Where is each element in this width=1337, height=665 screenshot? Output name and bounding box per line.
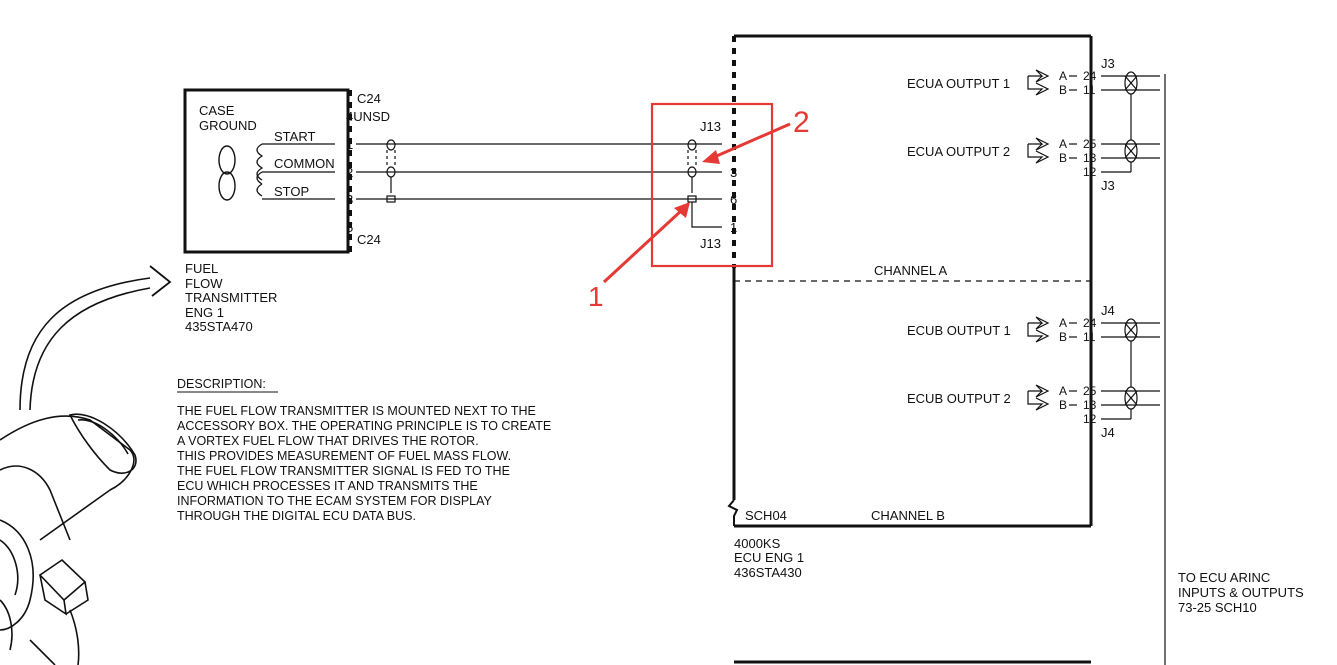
- svg-text:TRANSMITTER: TRANSMITTER: [185, 290, 277, 305]
- description-heading: DESCRIPTION:: [177, 377, 266, 391]
- j13-bottom-label: J13: [700, 236, 721, 251]
- svg-text:25: 25: [1083, 384, 1097, 398]
- pin4-unsd-label: 4UNSD: [346, 109, 390, 124]
- marker-2-label: 2: [793, 106, 810, 139]
- ecu-outputs: J3 J3 J4 J4 ECUA OUTPUT 1 ECUA OUTPUT 2 …: [907, 56, 1160, 440]
- arinc-note: TO ECU ARINC INPUTS & OUTPUTS 73-25 SCH1…: [1178, 570, 1304, 615]
- sch04-label: SCH04: [745, 508, 787, 523]
- svg-text:INPUTS & OUTPUTS: INPUTS & OUTPUTS: [1178, 585, 1304, 600]
- svg-text:FLOW: FLOW: [185, 276, 223, 291]
- svg-text:THE FUEL FLOW TRANSMITTER SIGN: THE FUEL FLOW TRANSMITTER SIGNAL IS FED …: [177, 464, 510, 478]
- svg-text:B: B: [1059, 83, 1067, 97]
- channel-b-label: CHANNEL B: [871, 508, 945, 523]
- j13-pin-3: 3: [730, 165, 737, 180]
- highlight-box: [650, 102, 774, 268]
- svg-text:11: 11: [1083, 330, 1096, 344]
- ecu-name-line-2: ECU ENG 1: [734, 550, 804, 565]
- j4-top-label: J4: [1101, 303, 1115, 318]
- stop-label: STOP: [274, 184, 309, 199]
- svg-text:11: 11: [1083, 83, 1096, 97]
- ecu-name-line-1: 4000KS: [734, 536, 781, 551]
- svg-text:INFORMATION TO THE ECAM SYSTEM: INFORMATION TO THE ECAM SYSTEM FOR DISPL…: [177, 494, 493, 508]
- j13-pin-1: 1: [730, 220, 737, 235]
- svg-text:B: B: [1059, 151, 1067, 165]
- c24-pin-2: 2: [346, 165, 353, 180]
- svg-text:THIS PROVIDES MEASUREMENT OF F: THIS PROVIDES MEASUREMENT OF FUEL MASS F…: [177, 449, 511, 463]
- svg-text:B: B: [1059, 330, 1067, 344]
- ecua-output-1-label: ECUA OUTPUT 1: [907, 76, 1010, 91]
- red-annotations: 2 1: [588, 102, 810, 312]
- arrow-2-head-icon: [702, 150, 720, 164]
- ecua-output-2-label: ECUA OUTPUT 2: [907, 144, 1010, 159]
- ecub-output-2-label: ECUB OUTPUT 2: [907, 391, 1011, 406]
- coil-stop-icon: [256, 183, 263, 197]
- transmitter-name: FUEL FLOW TRANSMITTER ENG 1 435STA470: [185, 261, 277, 334]
- j3-bottom-label: J3: [1101, 178, 1115, 193]
- ecu-name-line-3: 436STA430: [734, 565, 802, 580]
- svg-text:435STA470: 435STA470: [185, 319, 253, 334]
- rotor-icon: [218, 145, 236, 175]
- svg-text:FUEL: FUEL: [185, 261, 218, 276]
- arrow-1-head-icon: [674, 202, 690, 218]
- svg-text:12: 12: [1083, 412, 1097, 426]
- svg-text:73-25 SCH10: 73-25 SCH10: [1178, 600, 1257, 615]
- c24-pin-3: 3: [346, 192, 353, 207]
- svg-text:THE FUEL FLOW TRANSMITTER IS M: THE FUEL FLOW TRANSMITTER IS MOUNTED NEX…: [177, 404, 536, 418]
- svg-text:TO ECU ARINC: TO ECU ARINC: [1178, 570, 1270, 585]
- coil-start-icon: [256, 143, 264, 181]
- svg-text:THROUGH THE DIGITAL ECU DATA B: THROUGH THE DIGITAL ECU DATA BUS.: [177, 509, 416, 523]
- start-label: START: [274, 129, 315, 144]
- svg-text:12: 12: [1083, 165, 1097, 179]
- c24-bottom-label: C24: [357, 232, 381, 247]
- svg-text:24: 24: [1083, 316, 1097, 330]
- c24-pin-1: 1: [346, 137, 353, 152]
- channel-a-label: CHANNEL A: [874, 263, 948, 278]
- j4-bottom-label: J4: [1101, 425, 1115, 440]
- ground-label: GROUND: [199, 118, 257, 133]
- svg-text:A: A: [1059, 316, 1067, 330]
- svg-text:24: 24: [1083, 69, 1097, 83]
- svg-text:ENG 1: ENG 1: [185, 305, 224, 320]
- svg-text:25: 25: [1083, 137, 1097, 151]
- common-label: COMMON: [274, 156, 335, 171]
- j3-top-label: J3: [1101, 56, 1115, 71]
- svg-text:A: A: [1059, 384, 1067, 398]
- ecu-box: [727, 34, 1166, 665]
- c24-top-label: C24: [357, 91, 381, 106]
- svg-text:A: A: [1059, 69, 1067, 83]
- svg-text:A: A: [1059, 137, 1067, 151]
- svg-text:B: B: [1059, 398, 1067, 412]
- fuel-flow-transmitter: CASE GROUND START COMMON STOP: [183, 88, 350, 254]
- svg-text:A VORTEX FUEL FLOW THAT DRIVES: A VORTEX FUEL FLOW THAT DRIVES THE ROTOR…: [177, 434, 479, 448]
- ecub-output-1-label: ECUB OUTPUT 1: [907, 323, 1011, 338]
- j13-top-label: J13: [700, 119, 721, 134]
- svg-text:ECU WHICH PROCESSES IT AND TRA: ECU WHICH PROCESSES IT AND TRANSMITS THE: [177, 479, 478, 493]
- svg-text:13: 13: [1083, 398, 1097, 412]
- description-block: DESCRIPTION: THE FUEL FLOW TRANSMITTER I…: [177, 377, 551, 523]
- svg-text:13: 13: [1083, 151, 1097, 165]
- harness-wires: [356, 139, 722, 228]
- c24-pin-5: 5: [346, 220, 353, 235]
- j13-pin-6: 6: [730, 192, 737, 207]
- case-label: CASE: [199, 103, 235, 118]
- svg-text:ACCESSORY BOX. THE OPERATING P: ACCESSORY BOX. THE OPERATING PRINCIPLE I…: [177, 419, 551, 433]
- transmitter-illustration: [0, 265, 172, 665]
- marker-1-label: 1: [588, 281, 604, 312]
